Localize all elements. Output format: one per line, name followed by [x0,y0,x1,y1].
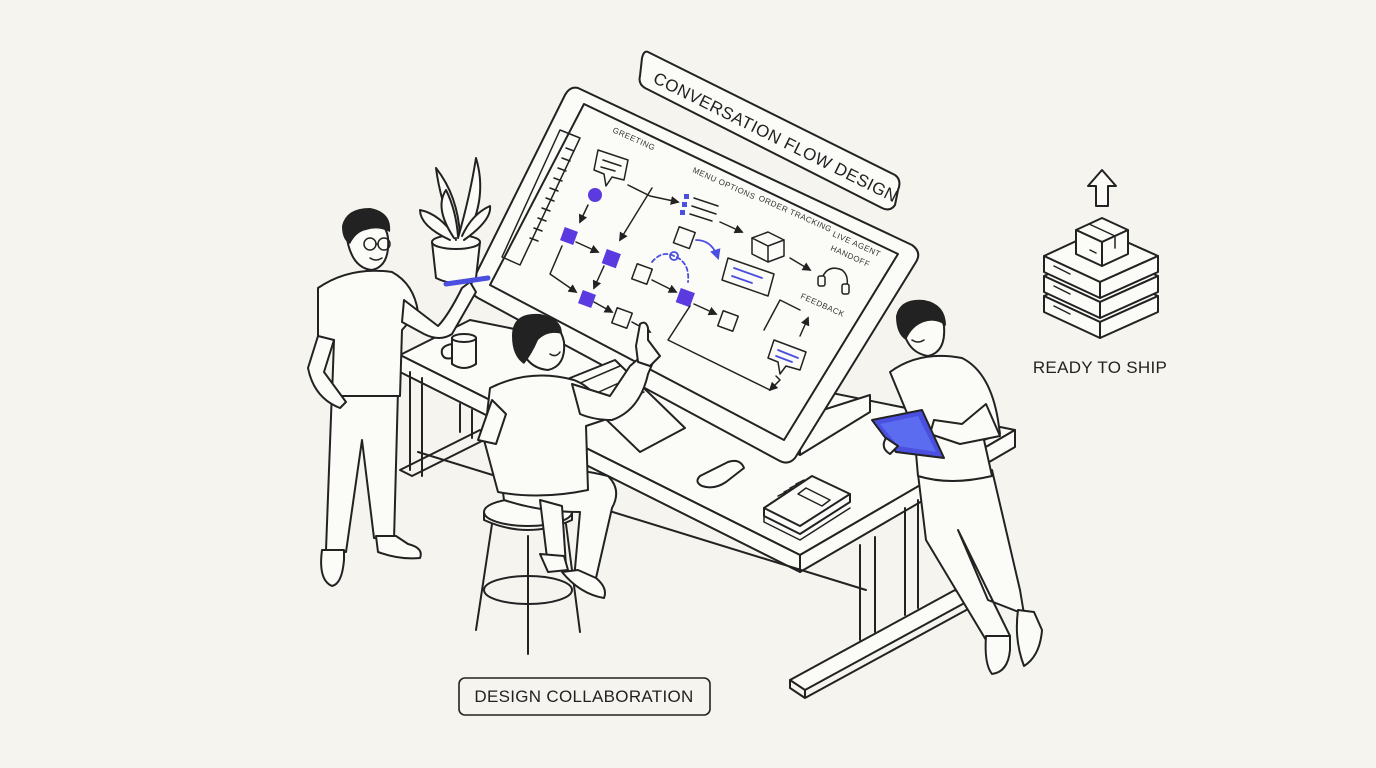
phone [696,459,745,489]
node-f [630,262,654,286]
headset-icon [817,267,850,295]
node-e [672,225,696,250]
node-g [675,288,695,308]
coffee-mug [440,333,477,369]
checklist-icon [680,194,719,222]
node-c [578,290,596,308]
message-card-icon [721,257,775,297]
ready-to-ship-label: READY TO SHIP [1033,358,1167,377]
design-collaboration-caption: DESIGN COLLABORATION [458,677,711,716]
design-collaboration-label: DESIGN COLLABORATION [474,687,693,706]
start-node [588,188,602,202]
box-icon [751,231,785,263]
arrow-up-icon [1087,169,1117,207]
node-h [716,309,740,333]
person-leaning-right [871,299,1043,675]
design-screen: GREETING MENU OPTIONS ORDER TRACKING LIV… [469,86,920,464]
notebook [763,475,851,541]
package-box-icon [1075,217,1129,267]
potted-plant [419,157,492,284]
feedback-bubble-icon [767,339,807,375]
node-d [610,306,634,330]
person-standing-left [307,208,491,587]
node-a [560,227,578,245]
person-seated-middle [477,313,661,599]
node-b [601,249,621,269]
chat-bubble-icon [593,149,629,187]
toolbar-slots [529,147,575,242]
